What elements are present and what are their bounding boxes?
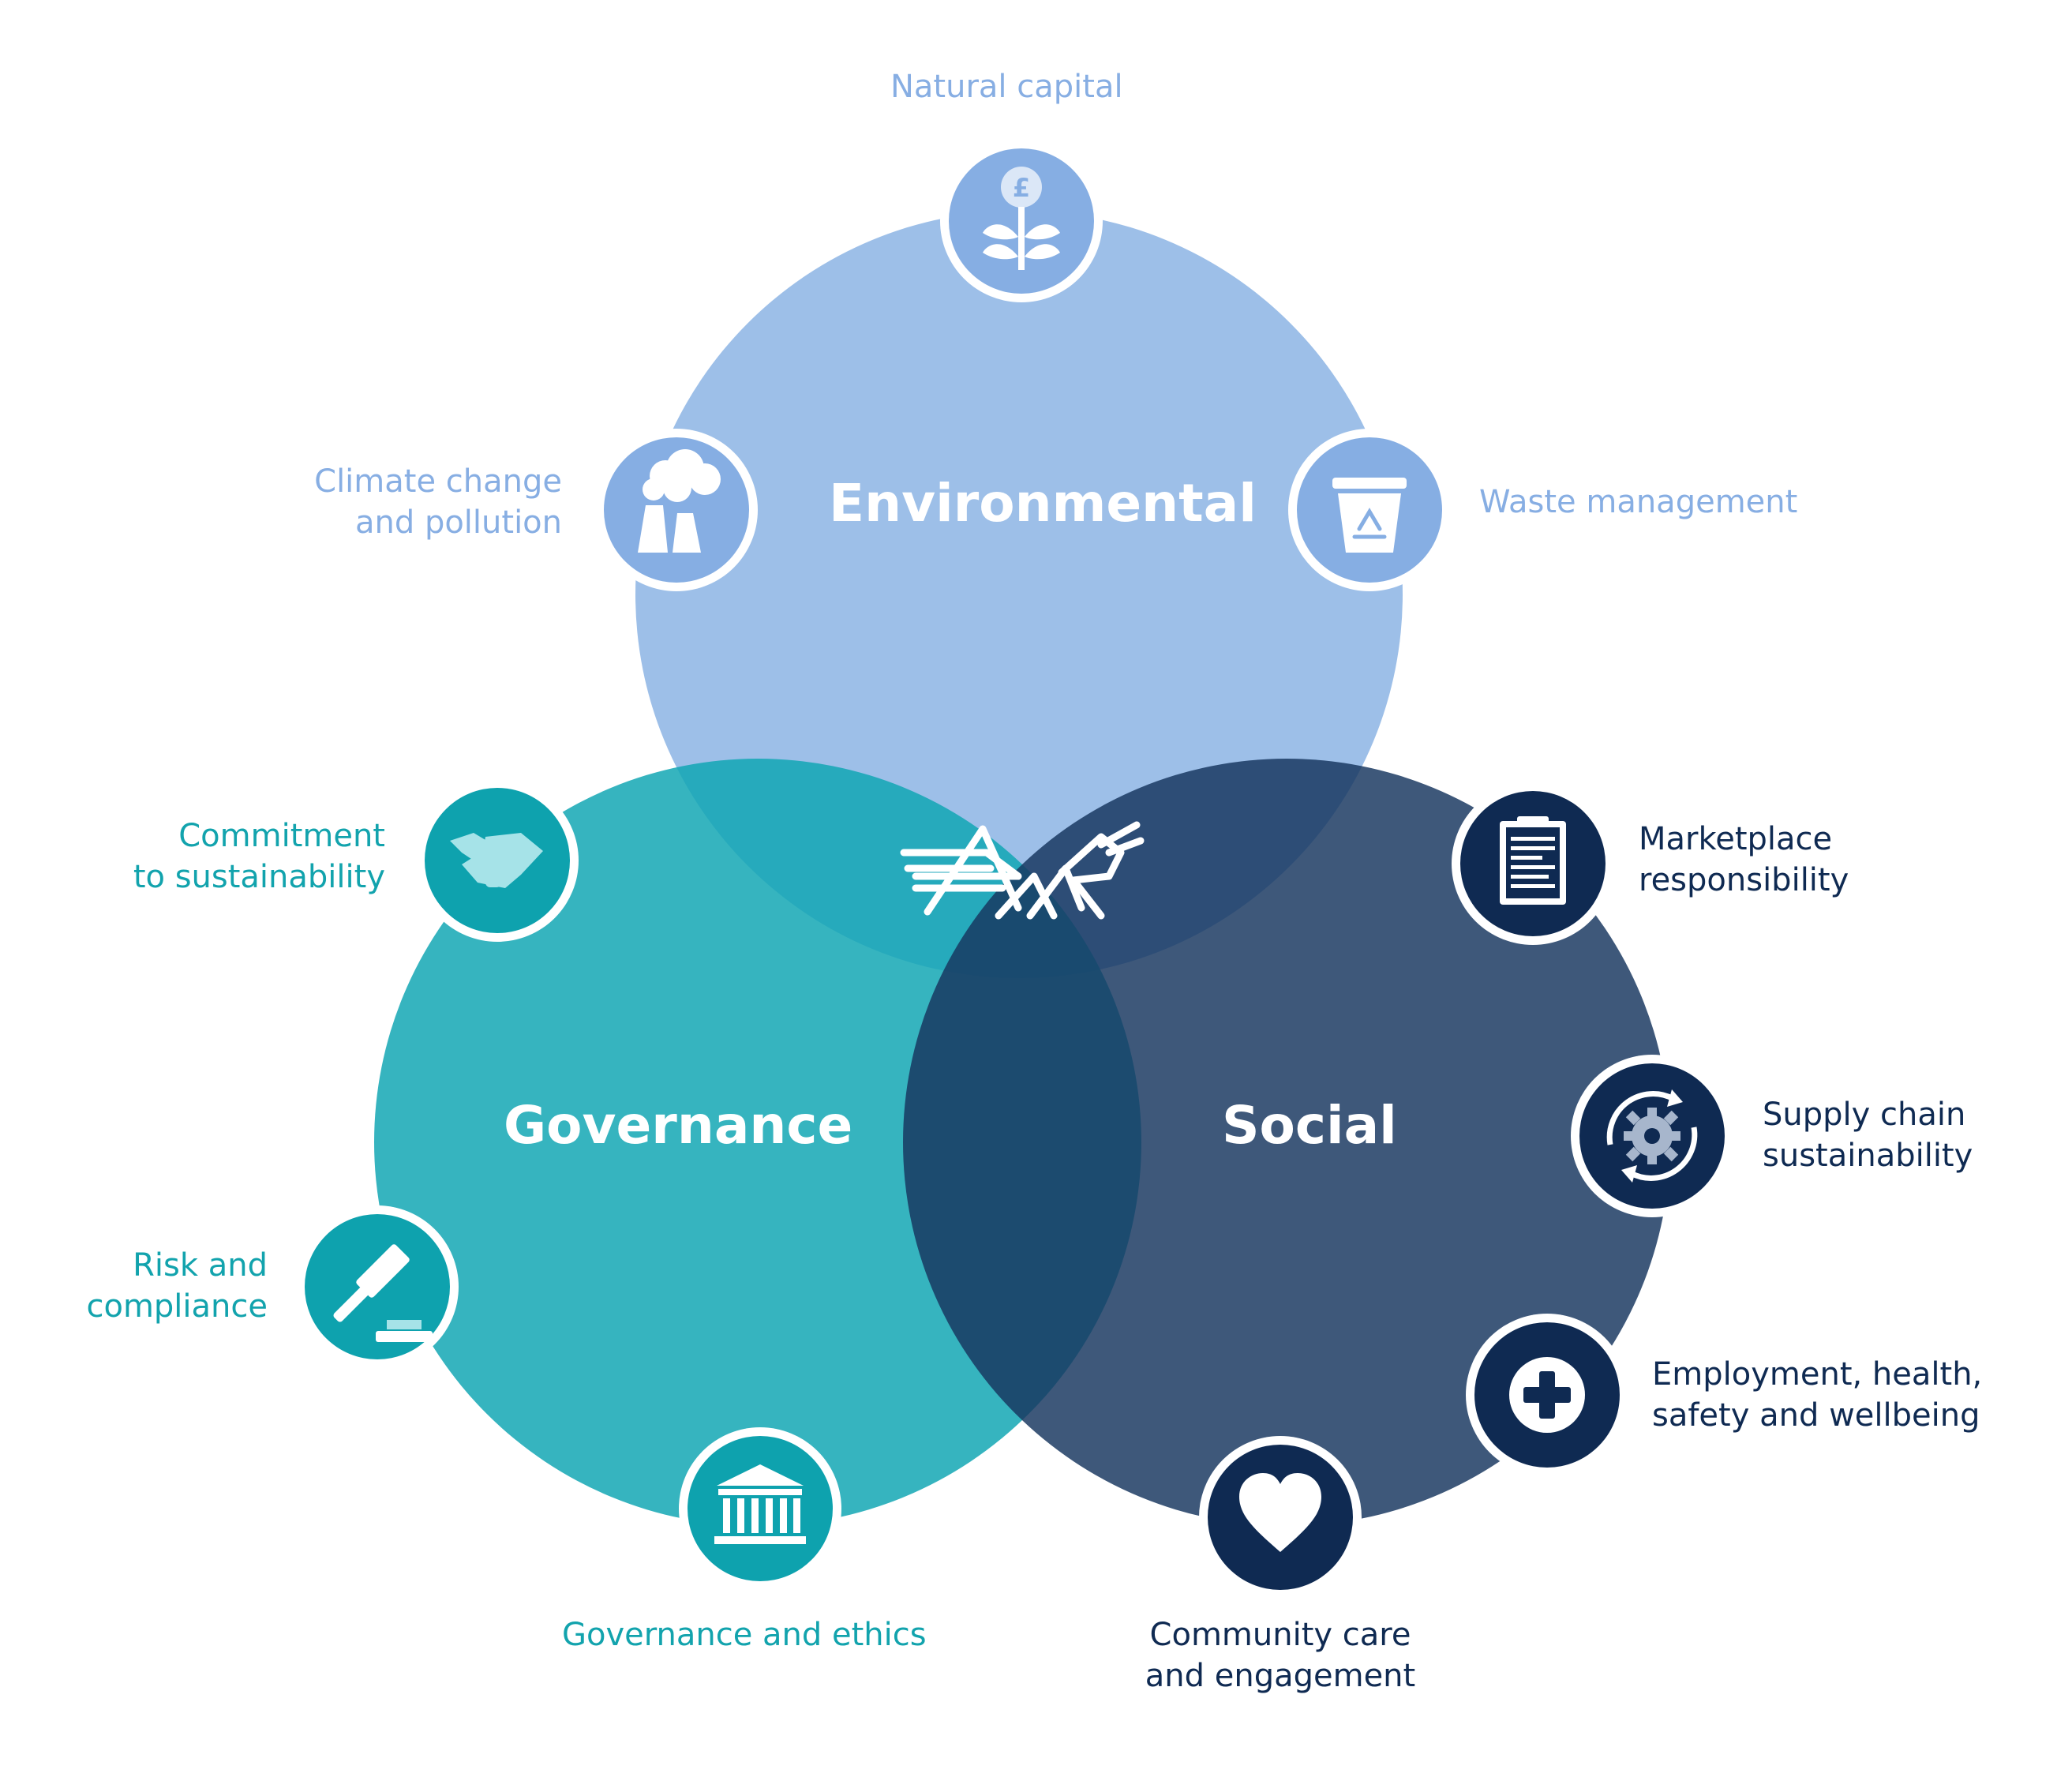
climate-label-line2: and pollution <box>354 504 562 541</box>
plant-money-icon: £ <box>983 167 1060 270</box>
social-title: Social <box>1222 1095 1397 1156</box>
waste-label: Waste management <box>1479 484 1798 520</box>
risk-badge <box>296 1205 459 1368</box>
community-label: Community care and engagement <box>1130 1614 1430 1696</box>
commitment-label-line1: Commitment <box>178 818 385 854</box>
supply-chain-label: Supply chain sustainability <box>1763 1094 1973 1176</box>
waste-badge <box>1288 429 1451 591</box>
employment-label-line1: Employment, health, <box>1652 1356 1983 1393</box>
marketplace-badge <box>1452 782 1614 945</box>
community-label-line1: Community care <box>1149 1617 1411 1653</box>
environmental-title: Environmental <box>829 473 1257 534</box>
document-icon <box>1500 816 1566 905</box>
risk-label-line2: compliance <box>86 1288 268 1325</box>
cycle-gear-icon <box>1606 1089 1698 1183</box>
handshake-icon <box>450 833 543 888</box>
employment-label-line2: safety and wellbeing <box>1652 1397 1980 1434</box>
ethics-badge <box>679 1427 841 1590</box>
svg-text:£: £ <box>1013 173 1030 203</box>
grasshopper-logo <box>900 821 1145 920</box>
marketplace-label-line2: responsibility <box>1639 862 1849 898</box>
community-badge <box>1199 1436 1362 1599</box>
recycle-bin-icon <box>1332 478 1407 553</box>
natural-capital-badge: £ <box>940 140 1103 302</box>
commitment-label: Commitment to sustainability <box>133 815 385 898</box>
climate-label-line1: Climate change <box>314 463 562 500</box>
gavel-icon <box>333 1244 433 1342</box>
heart-icon <box>1239 1473 1321 1552</box>
marketplace-label-line1: Marketplace <box>1639 821 1833 857</box>
community-label-line2: and engagement <box>1145 1658 1416 1694</box>
institution-building-icon <box>714 1464 806 1544</box>
supply-chain-label-line2: sustainability <box>1763 1138 1973 1174</box>
employment-badge <box>1466 1314 1628 1476</box>
supply-chain-label-line1: Supply chain <box>1763 1097 1966 1133</box>
risk-label-line1: Risk and <box>133 1247 268 1284</box>
governance-circle <box>374 759 1141 1526</box>
factory-smoke-icon <box>638 449 721 553</box>
supply-chain-badge <box>1571 1055 1733 1217</box>
climate-label: Climate change and pollution <box>314 461 562 543</box>
ethics-label: Governance and ethics <box>562 1617 927 1653</box>
governance-title: Governance <box>504 1095 853 1156</box>
social-circle <box>903 759 1670 1526</box>
medical-cross-icon <box>1509 1357 1585 1433</box>
commitment-label-line2: to sustainability <box>133 859 385 895</box>
risk-label: Risk and compliance <box>86 1245 268 1327</box>
commitment-badge <box>416 779 579 942</box>
natural-capital-label: Natural capital <box>890 69 1123 105</box>
climate-badge <box>595 429 758 591</box>
employment-label: Employment, health, safety and wellbeing <box>1652 1354 1982 1436</box>
marketplace-label: Marketplace responsibility <box>1639 819 1849 901</box>
